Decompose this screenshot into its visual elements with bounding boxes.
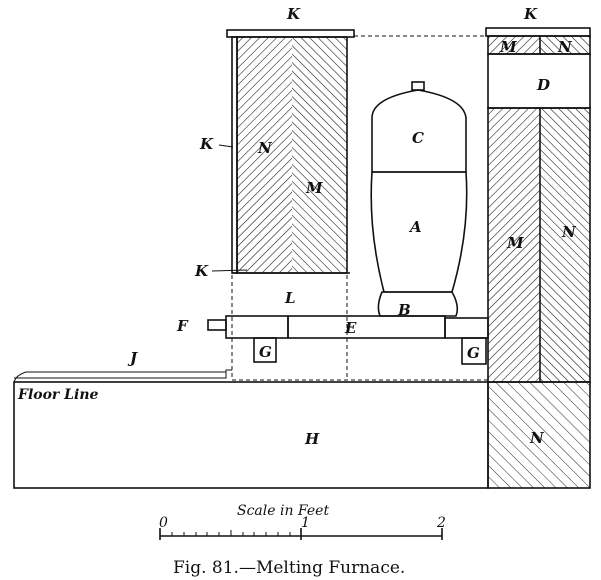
label-b: B — [397, 301, 411, 319]
hatch-m-top — [488, 36, 540, 54]
floor-slab-j — [14, 369, 232, 379]
hatch-n-right — [540, 108, 590, 382]
foundation-h — [13, 381, 489, 489]
label-f: F — [176, 317, 189, 335]
crucible-lid — [371, 89, 467, 173]
hearth-plate-left — [225, 315, 289, 339]
tuyere-f — [207, 319, 227, 331]
leader-lines — [211, 144, 248, 272]
label-g-right: G — [467, 344, 480, 362]
label-l: L — [284, 289, 296, 307]
scale-bar: Scale in Feet 0 1 2 — [159, 503, 446, 540]
scale-tick-2: 2 — [436, 515, 446, 531]
crucible — [370, 81, 468, 317]
label-m-left: M — [305, 179, 323, 197]
crucible-stand — [377, 291, 459, 317]
floor-line-label: Floor Line — [17, 387, 99, 403]
hearth-plate-mid — [287, 315, 446, 339]
figure-caption: Fig. 81.—Melting Furnace. — [173, 558, 405, 578]
label-d: D — [536, 76, 550, 94]
support-g-right — [461, 337, 487, 365]
label-k-bottom: K — [194, 262, 209, 280]
label-g-left: G — [259, 343, 272, 361]
label-k-top-right: K — [523, 5, 538, 23]
scale-minor-ticks — [171, 530, 291, 536]
label-k-top-left: K — [286, 5, 301, 23]
support-g-left — [253, 337, 277, 363]
hatch-n-left — [237, 37, 292, 273]
scale-tick-1: 1 — [301, 515, 310, 531]
label-k-side: K — [199, 135, 214, 153]
label-n-top: N — [557, 38, 573, 56]
scale-tick-0: 0 — [159, 515, 168, 531]
foundation — [13, 369, 489, 489]
label-m-top: M — [499, 38, 517, 56]
label-h: H — [304, 430, 320, 448]
hearth-plate-right — [444, 317, 489, 339]
hearth-plate — [207, 315, 489, 365]
top-plate-right — [485, 27, 591, 37]
hatch-m-right — [488, 108, 540, 382]
label-n-left: N — [257, 139, 273, 157]
label-n-right: N — [561, 223, 577, 241]
top-plate-left — [226, 29, 355, 38]
left-wall-column — [226, 29, 355, 274]
scale-title: Scale in Feet — [237, 503, 329, 519]
hatch-n-bottom — [488, 382, 590, 488]
label-m-right: M — [506, 234, 524, 252]
hatch-n-top — [540, 36, 590, 54]
right-wall — [485, 27, 591, 489]
label-n-bottom: N — [529, 429, 545, 447]
labels: K K K K M N D C A B N M M N L E F G G J … — [17, 5, 577, 448]
label-e: E — [344, 319, 357, 337]
hatch-m-left — [292, 37, 347, 273]
label-a: A — [408, 218, 422, 236]
label-c: C — [412, 129, 424, 147]
crucible-lid-knob — [411, 81, 425, 91]
label-j: J — [127, 349, 138, 367]
